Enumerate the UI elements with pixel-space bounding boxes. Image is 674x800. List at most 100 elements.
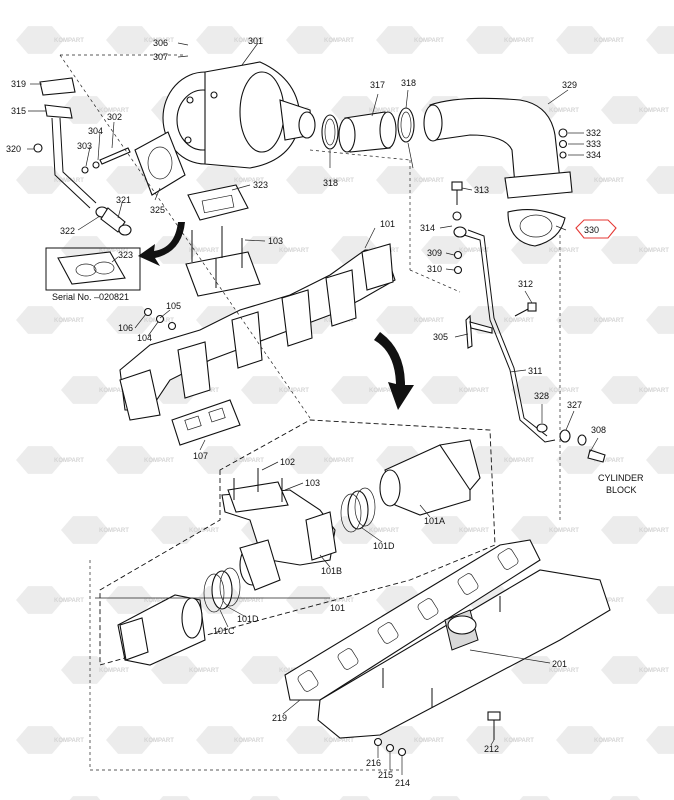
watermark-text: KOMPART	[144, 458, 174, 464]
label-214: 214	[395, 778, 410, 788]
label-101D-upper: 101D	[373, 541, 395, 551]
clamp-101D-a	[340, 487, 376, 533]
watermark-text: KOMPART	[549, 528, 579, 534]
gasket-219	[284, 539, 541, 701]
watermark-logo	[339, 796, 371, 800]
watermark-text: KOMPART	[144, 738, 174, 744]
watermark-logo	[646, 166, 674, 194]
watermark-text: KOMPART	[234, 458, 264, 464]
watermark-text: KOMPART	[594, 178, 624, 184]
watermark-text: KOMPART	[234, 598, 264, 604]
clamp-101D-b	[203, 567, 241, 613]
watermark-text: KOMPART	[369, 108, 399, 114]
watermark-text: KOMPART	[279, 248, 309, 254]
watermark-logo	[106, 726, 154, 754]
hose-321-322	[95, 206, 132, 236]
label-305: 305	[433, 332, 448, 342]
watermark-text: KOMPART	[414, 38, 444, 44]
label-215: 215	[378, 770, 393, 780]
label-325: 325	[150, 205, 165, 215]
watermark-logo	[61, 516, 109, 544]
label-106: 106	[118, 323, 133, 333]
watermark-logo	[601, 236, 649, 264]
watermark-logo	[61, 376, 109, 404]
watermark-text: KOMPART	[324, 738, 354, 744]
watermark-logo	[429, 796, 461, 800]
watermark-logo	[196, 26, 244, 54]
label-219: 219	[272, 713, 287, 723]
label-101A: 101A	[424, 516, 445, 526]
watermark-logo	[196, 446, 244, 474]
watermark-text: KOMPART	[324, 458, 354, 464]
label-216: 216	[366, 758, 381, 768]
highlight-330	[575, 219, 617, 239]
label-304: 304	[88, 126, 103, 136]
nut-328	[536, 423, 548, 433]
watermark-logo	[241, 376, 289, 404]
label-309: 309	[427, 248, 442, 258]
watermark-logo	[466, 26, 514, 54]
label-101D-lower: 101D	[237, 614, 259, 624]
watermark-text: KOMPART	[594, 38, 624, 44]
label-332: 332	[586, 128, 601, 138]
washer-327-b	[577, 434, 587, 446]
watermark-text: KOMPART	[189, 668, 219, 674]
bracket-305	[465, 314, 493, 349]
label-317: 317	[370, 80, 385, 90]
label-315: 315	[11, 106, 26, 116]
watermark-text: KOMPART	[189, 248, 219, 254]
label-303: 303	[77, 141, 92, 151]
watermark-text: KOMPART	[324, 178, 354, 184]
label-307: 307	[153, 52, 168, 62]
watermark-logo	[241, 656, 289, 684]
label-323-inset: 323	[118, 250, 133, 260]
watermark-logo	[466, 166, 514, 194]
label-101-lower: 101	[330, 603, 345, 613]
watermark-logo	[69, 796, 101, 800]
watermark-text: KOMPART	[504, 318, 534, 324]
oil-return-pipe-315	[33, 77, 97, 209]
watermark-logo	[556, 306, 604, 334]
watermark-text: KOMPART	[369, 388, 399, 394]
label-308: 308	[591, 425, 606, 435]
watermark-logo	[16, 446, 64, 474]
watermark-logo	[106, 306, 154, 334]
label-101B: 101B	[321, 566, 342, 576]
watermark-logo	[16, 166, 64, 194]
label-327: 327	[567, 400, 582, 410]
watermark-logo	[421, 376, 469, 404]
watermark-text: KOMPART	[99, 668, 129, 674]
watermark-logo	[151, 656, 199, 684]
clamp-318-b	[397, 107, 415, 143]
watermark-text: KOMPART	[639, 528, 669, 534]
watermark-logo	[331, 376, 379, 404]
exploded-frame	[99, 419, 496, 666]
nuts-332-334	[558, 128, 568, 159]
watermark-logo	[609, 796, 641, 800]
direction-arrow-left	[138, 222, 185, 266]
label-318-top: 318	[401, 78, 416, 88]
watermark-text: KOMPART	[549, 668, 579, 674]
watermark-text: KOMPART	[54, 598, 84, 604]
watermark-text: KOMPART	[234, 738, 264, 744]
label-314: 314	[420, 223, 435, 233]
watermark-text: KOMPART	[459, 528, 489, 534]
watermark-text: KOMPART	[414, 738, 444, 744]
watermark-logo	[601, 516, 649, 544]
watermark-text: KOMPART	[639, 388, 669, 394]
watermark-logo	[601, 376, 649, 404]
watermark-text: KOMPART	[99, 528, 129, 534]
watermark-logo	[376, 26, 424, 54]
watermark-logo	[16, 726, 64, 754]
gasket-107	[171, 399, 241, 446]
watermark-text: KOMPART	[99, 248, 129, 254]
gasket-323	[187, 184, 249, 221]
bolt-312	[514, 302, 537, 317]
washer-314-a	[452, 211, 462, 221]
watermark-logo	[646, 726, 674, 754]
watermark-logo	[466, 726, 514, 754]
watermark-logo	[241, 236, 289, 264]
label-334: 334	[586, 150, 601, 160]
watermark-logo	[16, 26, 64, 54]
